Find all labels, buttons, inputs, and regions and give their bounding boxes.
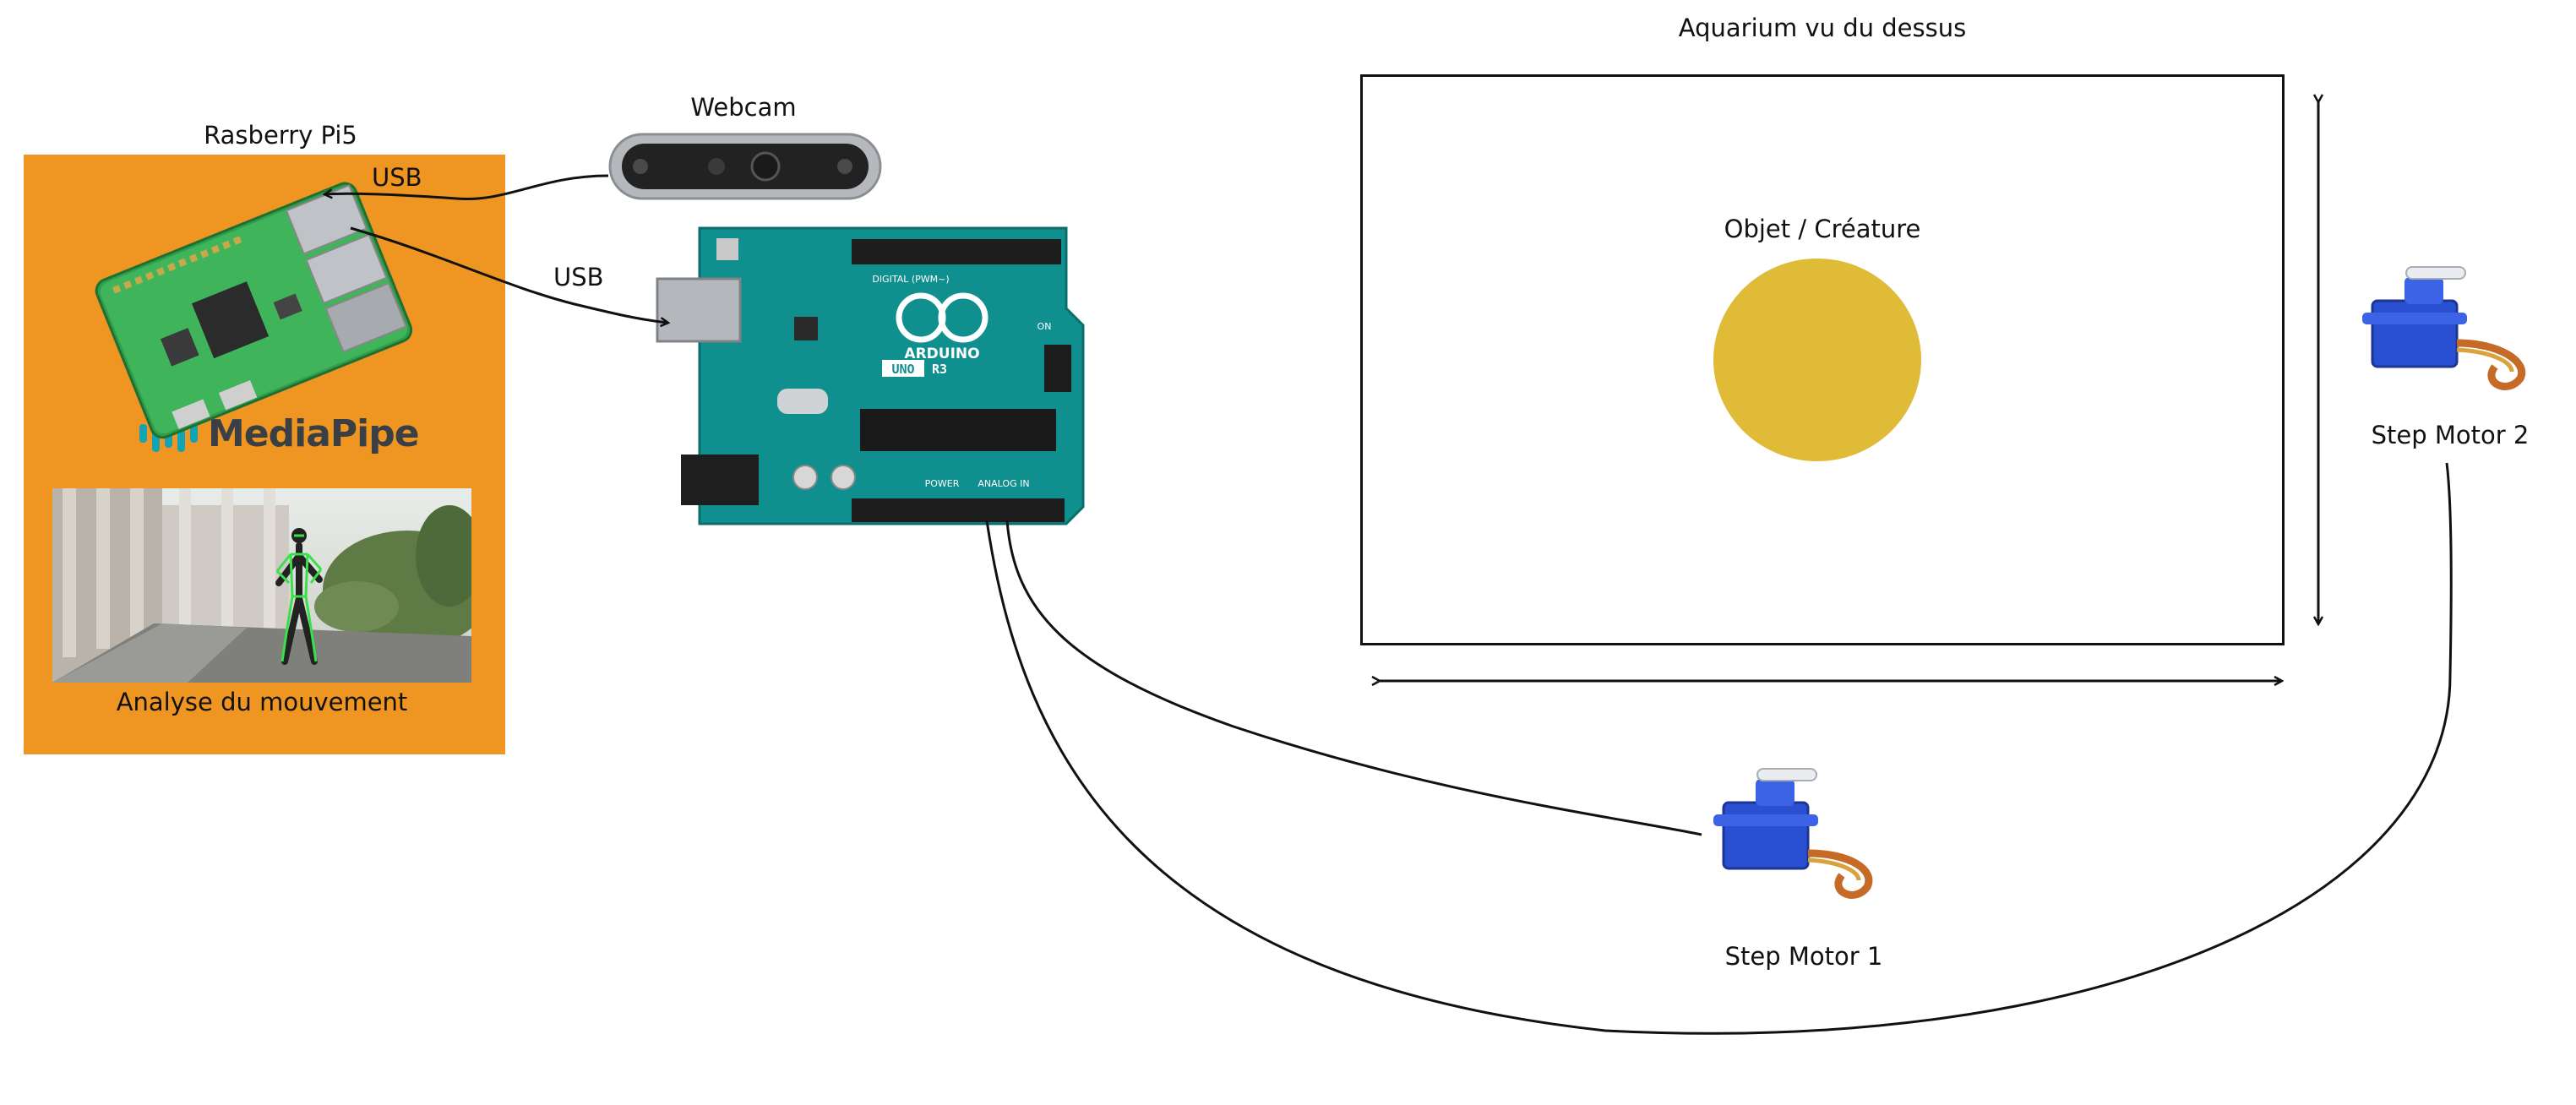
arduino-digital-text: DIGITAL (PWM~): [872, 274, 949, 285]
motor-1-wire: [1005, 520, 1702, 836]
arduino-analog-text: ANALOG IN: [978, 478, 1029, 489]
arduino-on-text: ON: [1037, 321, 1052, 332]
motor-1-label: Step Motor 1: [1724, 942, 1883, 971]
aquarium-title: Aquarium vu du dessus: [1678, 14, 1967, 42]
aquarium-top-view: [1360, 74, 2285, 645]
webcam-icon: [608, 133, 882, 200]
analysis-label: Analyse du mouvement: [116, 688, 408, 716]
motor-2-label: Step Motor 2: [2371, 421, 2530, 449]
arduino-brand-text: ARDUINO: [904, 346, 979, 362]
creature-label: Objet / Créature: [1724, 215, 1921, 243]
motor-2-wire: [985, 462, 2453, 1035]
raspberry-pi-title: Rasberry Pi5: [204, 121, 357, 150]
arduino-rev-text: R3: [932, 362, 947, 377]
arduino-model-text: UNO: [891, 362, 914, 377]
usb-webcam-cable: [325, 174, 609, 201]
servo-motor-1-icon: [1713, 768, 1873, 899]
webcam-label: Webcam: [690, 93, 797, 122]
servo-motor-2-icon: [2362, 266, 2526, 390]
mediapipe-wordmark: MediaPipe: [208, 411, 420, 455]
raspberry-pi-board-icon: [95, 182, 413, 439]
usb-arduino-cable: [350, 226, 667, 323]
usb-arduino-label: USB: [553, 263, 604, 291]
creature-circle: [1713, 259, 1921, 461]
motion-analysis-photo: [52, 488, 471, 683]
usb-webcam-label: USB: [372, 163, 422, 192]
arduino-power-text: POWER: [925, 478, 960, 489]
